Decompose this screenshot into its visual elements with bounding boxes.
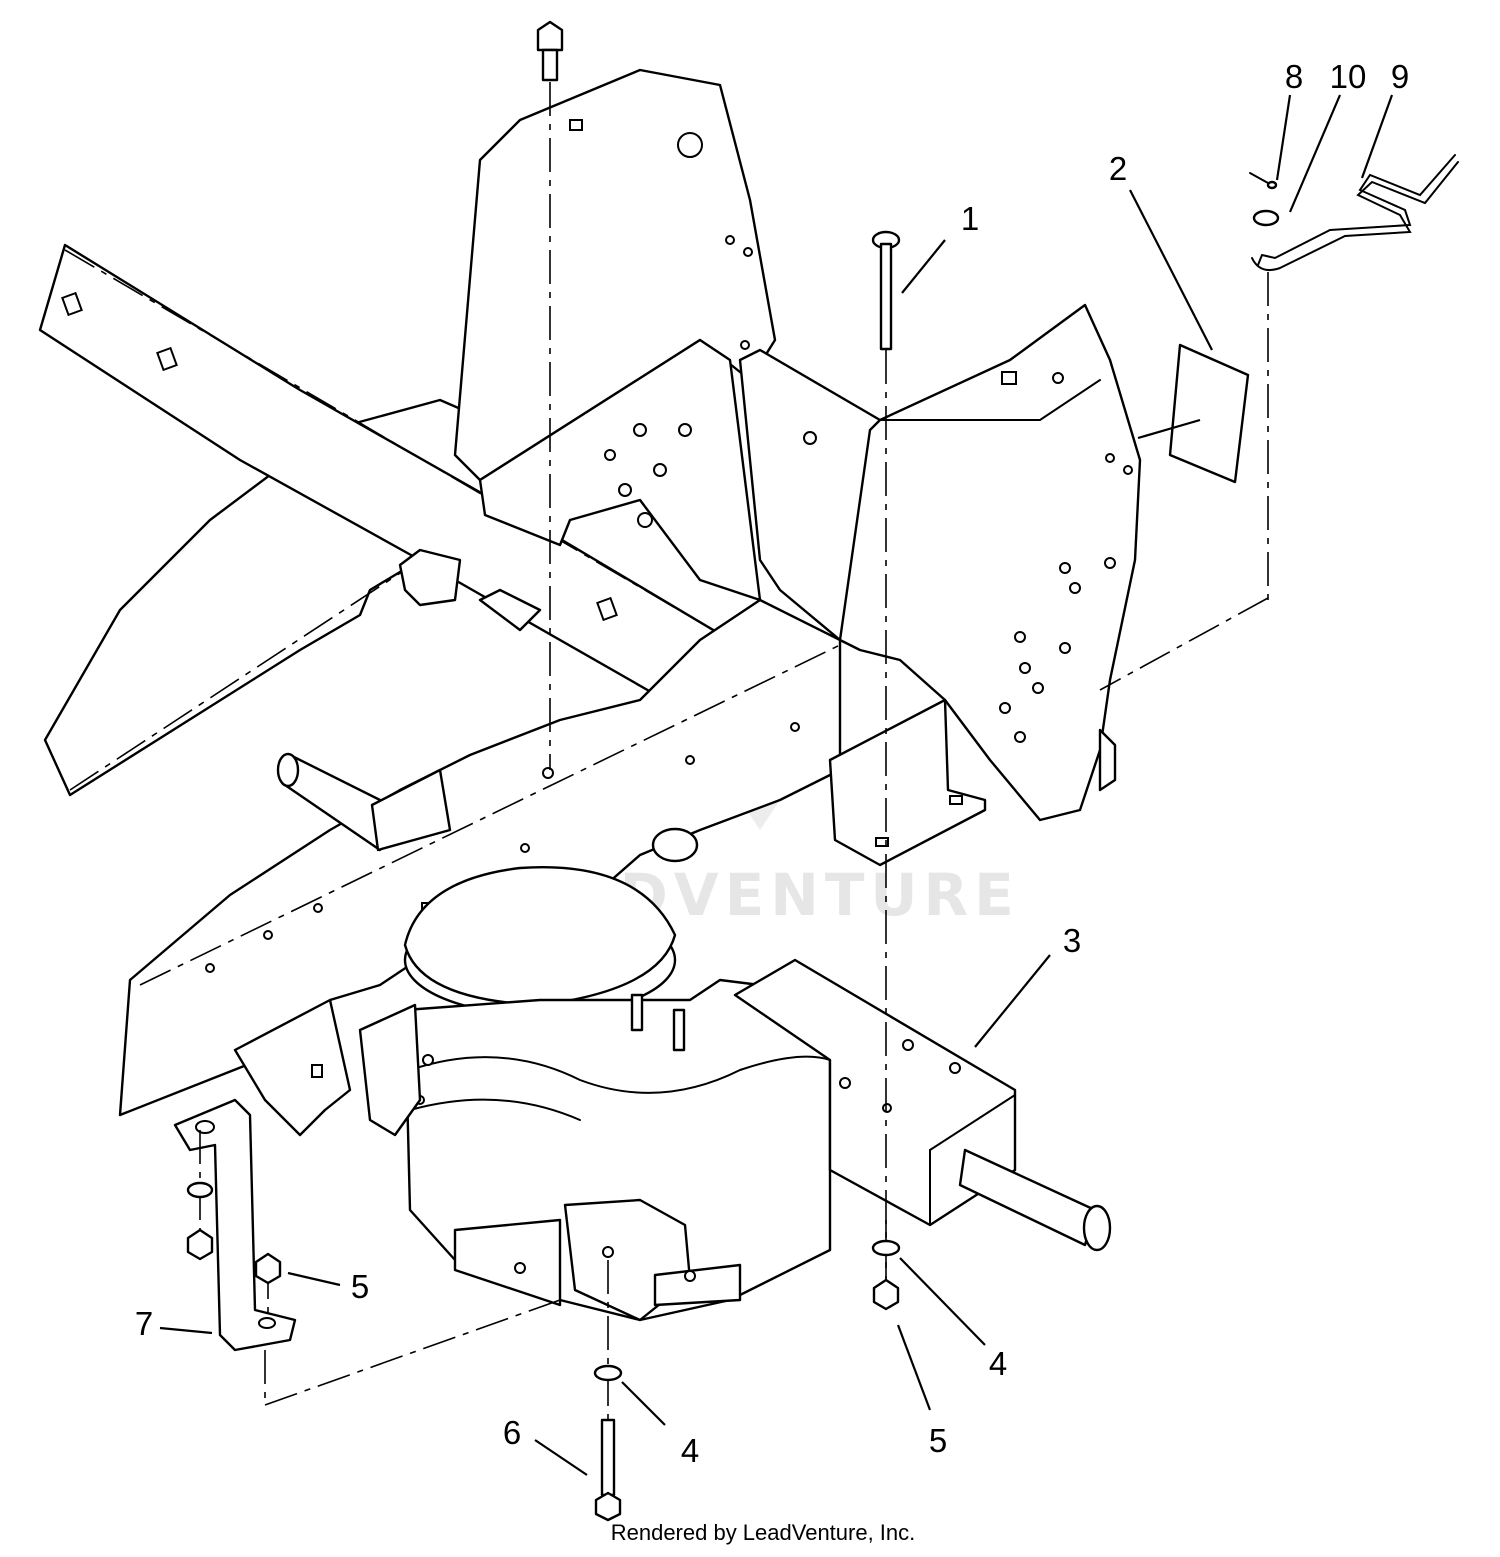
callout-5-left: 5 [351,1268,369,1305]
right-side-plate [838,303,1142,822]
left-axle-shaft [276,752,452,852]
right-angle-bracket [828,698,987,867]
callout-10: 10 [1330,58,1367,95]
callout-2: 2 [1109,150,1127,187]
drive-pulley [403,827,699,1035]
callout-5-right: 5 [929,1422,947,1459]
bracket-7 [173,1098,297,1352]
decal-2 [1168,343,1250,484]
callout-4-lower: 4 [681,1432,699,1469]
callout-3: 3 [1063,922,1081,959]
cross-member [38,243,732,722]
left-side-plate [453,68,777,602]
callout-6: 6 [503,1414,521,1451]
callouts: 1 2 3 4 4 5 5 6 7 8 9 10 [135,58,1409,1469]
rod-assembly [1099,154,1459,691]
leader-lines [159,94,1394,1476]
callout-4-right: 4 [989,1345,1007,1382]
callout-8: 8 [1285,58,1303,95]
callout-1: 1 [961,200,979,237]
transmission-housing [403,978,832,1322]
lower-fasteners [593,1239,901,1522]
callout-7: 7 [135,1305,153,1342]
left-lower-gusset [233,998,422,1137]
bracket-fasteners [186,1130,282,1320]
callout-9: 9 [1391,58,1409,95]
top-center-bolt [536,20,564,770]
long-pin-1 [871,230,901,1300]
footer-credit: Rendered by LeadVenture, Inc. [611,1520,916,1545]
axle-housing [733,958,1112,1252]
